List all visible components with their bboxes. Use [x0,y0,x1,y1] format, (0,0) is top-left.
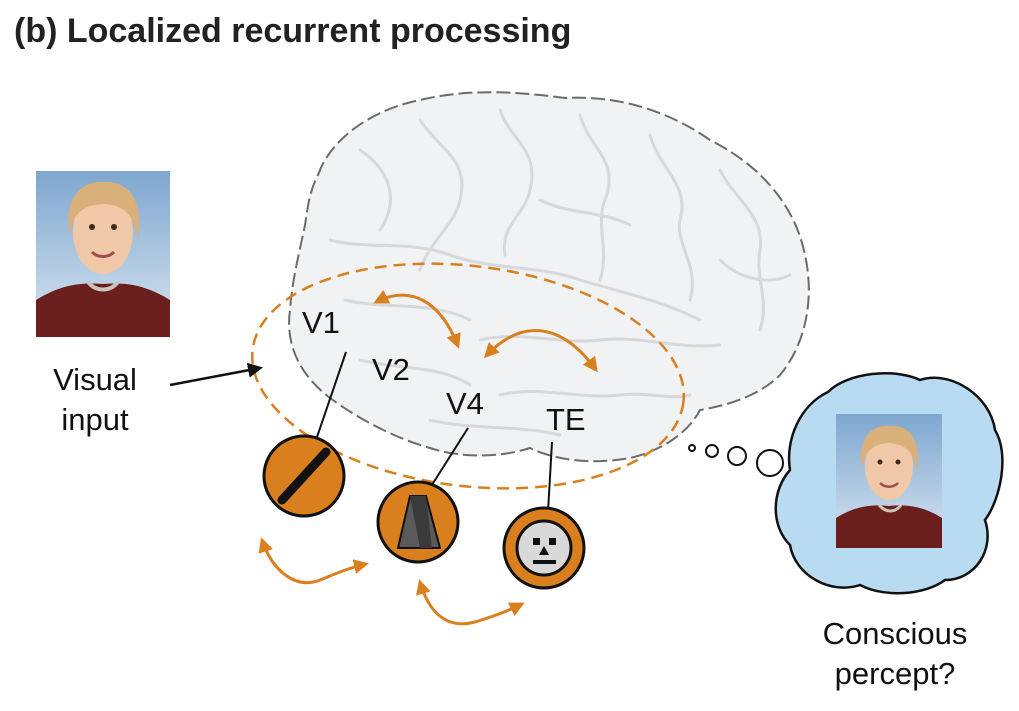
recurrent-arrow-v1-v4 [373,289,461,349]
recurrent-arrow-neurons-2 [416,579,525,626]
shape-feature-neuron-icon [376,480,460,564]
brain-illustration [288,91,810,463]
figure-title: (b) Localized recurrent processing [14,12,572,50]
conscious-percept-label: Conscious percept? [822,616,968,691]
face-feature-neuron-icon [502,506,586,590]
recurrent-arrow-neurons-1 [258,537,369,585]
recurrent-arrow-v4-te [483,329,598,373]
percept-face-photo [836,414,942,548]
thought-bubbles [688,444,784,477]
local-processing-region [250,262,686,490]
line-feature-neuron-icon [262,434,346,518]
input-face-photo [36,171,170,337]
area-label-v2: V2 [372,352,410,387]
te-leader-line [547,441,553,513]
area-label-te: TE [546,402,586,437]
area-label-v1: V1 [302,305,340,340]
v1-leader-line [315,351,347,441]
area-label-v4: V4 [446,386,484,421]
visual-input-arrow [169,362,263,387]
v4-leader-line [429,427,469,489]
visual-input-label: Visual input [53,362,137,437]
